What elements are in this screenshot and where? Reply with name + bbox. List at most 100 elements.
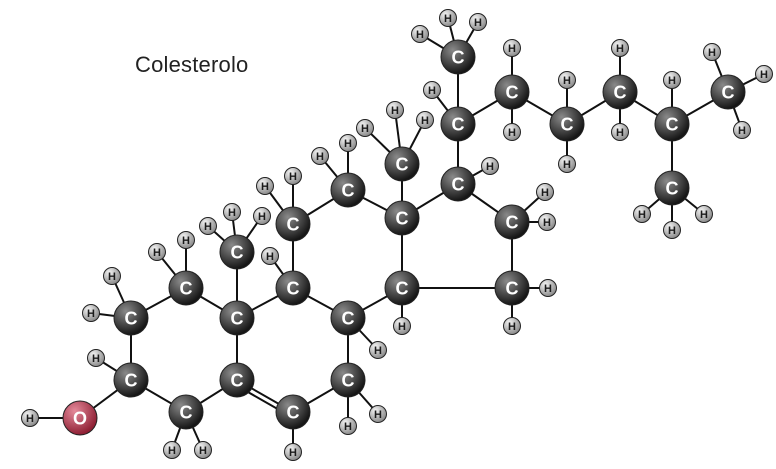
hydrogen-atom-sphere — [611, 123, 629, 141]
hydrogen-atom: H — [481, 157, 499, 175]
hydrogen-atom-sphere — [103, 267, 121, 285]
hydrogen-atom-label: H — [228, 207, 236, 219]
hydrogen-atom: H — [199, 217, 217, 235]
carbon-atom: C — [710, 74, 746, 110]
hydrogen-atom-label: H — [398, 321, 406, 333]
carbon-atom-sphere — [219, 234, 255, 270]
carbon-atom-sphere — [275, 206, 311, 242]
carbon-atom-label: C — [287, 278, 300, 298]
hydrogen-atom: H — [393, 317, 411, 335]
carbon-atom-sphere — [113, 362, 149, 398]
hydrogen-atom: H — [503, 39, 521, 57]
carbon-atom-label: C — [180, 278, 193, 298]
hydrogen-atom: H — [261, 247, 279, 265]
hydrogen-atom-label: H — [616, 127, 624, 139]
hydrogen-atom-sphere — [339, 417, 357, 435]
hydrogen-atom-sphere — [503, 317, 521, 335]
carbon-atom-sphere — [168, 394, 204, 430]
carbon-atom-label: C — [180, 402, 193, 422]
hydrogen-atom-sphere — [733, 121, 751, 139]
hydrogen-atom: H — [558, 155, 576, 173]
hydrogen-atom: H — [703, 43, 721, 61]
hydrogen-atom-label: H — [708, 47, 716, 59]
carbon-atom: C — [384, 146, 420, 182]
hydrogen-atom-label: H — [316, 151, 324, 163]
hydrogen-atom-label: H — [289, 447, 297, 459]
carbon-atom: C — [549, 106, 585, 142]
hydrogen-atom-label: H — [182, 235, 190, 247]
carbon-atom-sphere — [440, 166, 476, 202]
carbon-atom-label: C — [287, 214, 300, 234]
hydrogen-atom-label: H — [266, 251, 274, 263]
hydrogen-atom-label: H — [616, 43, 624, 55]
carbon-atom-label: C — [614, 82, 627, 102]
hydrogen-atom: H — [538, 213, 556, 231]
carbon-atom: C — [494, 74, 530, 110]
hydrogen-atom-label: H — [563, 75, 571, 87]
hydrogen-atom-label: H — [508, 43, 516, 55]
hydrogen-atom: H — [611, 39, 629, 57]
carbon-atom-label: C — [722, 82, 735, 102]
hydrogen-atom-label: H — [444, 13, 452, 25]
hydrogen-atom-label: H — [258, 211, 266, 223]
hydrogen-atom: H — [733, 121, 751, 139]
hydrogen-atom-sphere — [199, 217, 217, 235]
carbon-atom-sphere — [275, 394, 311, 430]
carbon-atom: C — [440, 106, 476, 142]
carbon-atom-label: C — [452, 47, 465, 67]
carbon-atom-sphere — [330, 172, 366, 208]
hydrogen-atom-sphere — [87, 349, 105, 367]
hydrogen-atom-label: H — [344, 138, 352, 150]
carbon-atom-sphere — [440, 106, 476, 142]
hydrogen-atom-sphere — [21, 409, 39, 427]
hydrogen-atom-sphere — [356, 119, 374, 137]
hydrogen-atom-label: H — [168, 445, 176, 457]
hydrogen-atom-sphere — [284, 443, 302, 461]
hydrogen-atom: H — [87, 349, 105, 367]
hydrogen-atom-label: H — [508, 321, 516, 333]
hydrogen-atom-label: H — [199, 445, 207, 457]
hydrogen-atom: H — [539, 279, 557, 297]
hydrogen-atom-label: H — [374, 345, 382, 357]
carbon-atom: C — [275, 394, 311, 430]
hydrogen-atom: H — [663, 221, 681, 239]
hydrogen-atom: H — [339, 417, 357, 435]
hydrogen-atom-label: H — [344, 421, 352, 433]
carbon-atom-label: C — [342, 308, 355, 328]
carbon-atom: C — [384, 270, 420, 306]
oxygen-atom: O — [62, 400, 98, 436]
hydrogen-atom-sphere — [663, 221, 681, 239]
carbon-atom-sphere — [113, 300, 149, 336]
hydrogen-atom: H — [253, 207, 271, 225]
carbon-atom-sphere — [275, 270, 311, 306]
hydrogen-atom-sphere — [703, 43, 721, 61]
carbon-atom: C — [168, 270, 204, 306]
hydrogen-atom-sphere — [369, 341, 387, 359]
carbon-atom-label: C — [125, 308, 138, 328]
hydrogen-atom: H — [356, 119, 374, 137]
hydrogen-atom: H — [755, 65, 773, 83]
carbon-atom-sphere — [440, 39, 476, 75]
carbon-atom-sphere — [710, 74, 746, 110]
carbon-atom-label: C — [452, 114, 465, 134]
carbon-atom: C — [219, 362, 255, 398]
hydrogen-atom-sphere — [223, 203, 241, 221]
carbon-atom-label: C — [231, 308, 244, 328]
hydrogen-atom: H — [558, 71, 576, 89]
carbon-atom: C — [494, 270, 530, 306]
hydrogen-atom-sphere — [558, 155, 576, 173]
hydrogen-atom: H — [177, 231, 195, 249]
hydrogen-atom-sphere — [503, 39, 521, 57]
carbon-atom-sphere — [494, 270, 530, 306]
carbon-atom-sphere — [654, 106, 690, 142]
hydrogen-atom: H — [411, 25, 429, 43]
carbon-atom: C — [384, 200, 420, 236]
carbon-atom: C — [275, 270, 311, 306]
hydrogen-atom-label: H — [738, 125, 746, 137]
carbon-atom: C — [275, 206, 311, 242]
carbon-atom-sphere — [219, 300, 255, 336]
hydrogen-atom: H — [536, 183, 554, 201]
hydrogen-atom: H — [503, 317, 521, 335]
